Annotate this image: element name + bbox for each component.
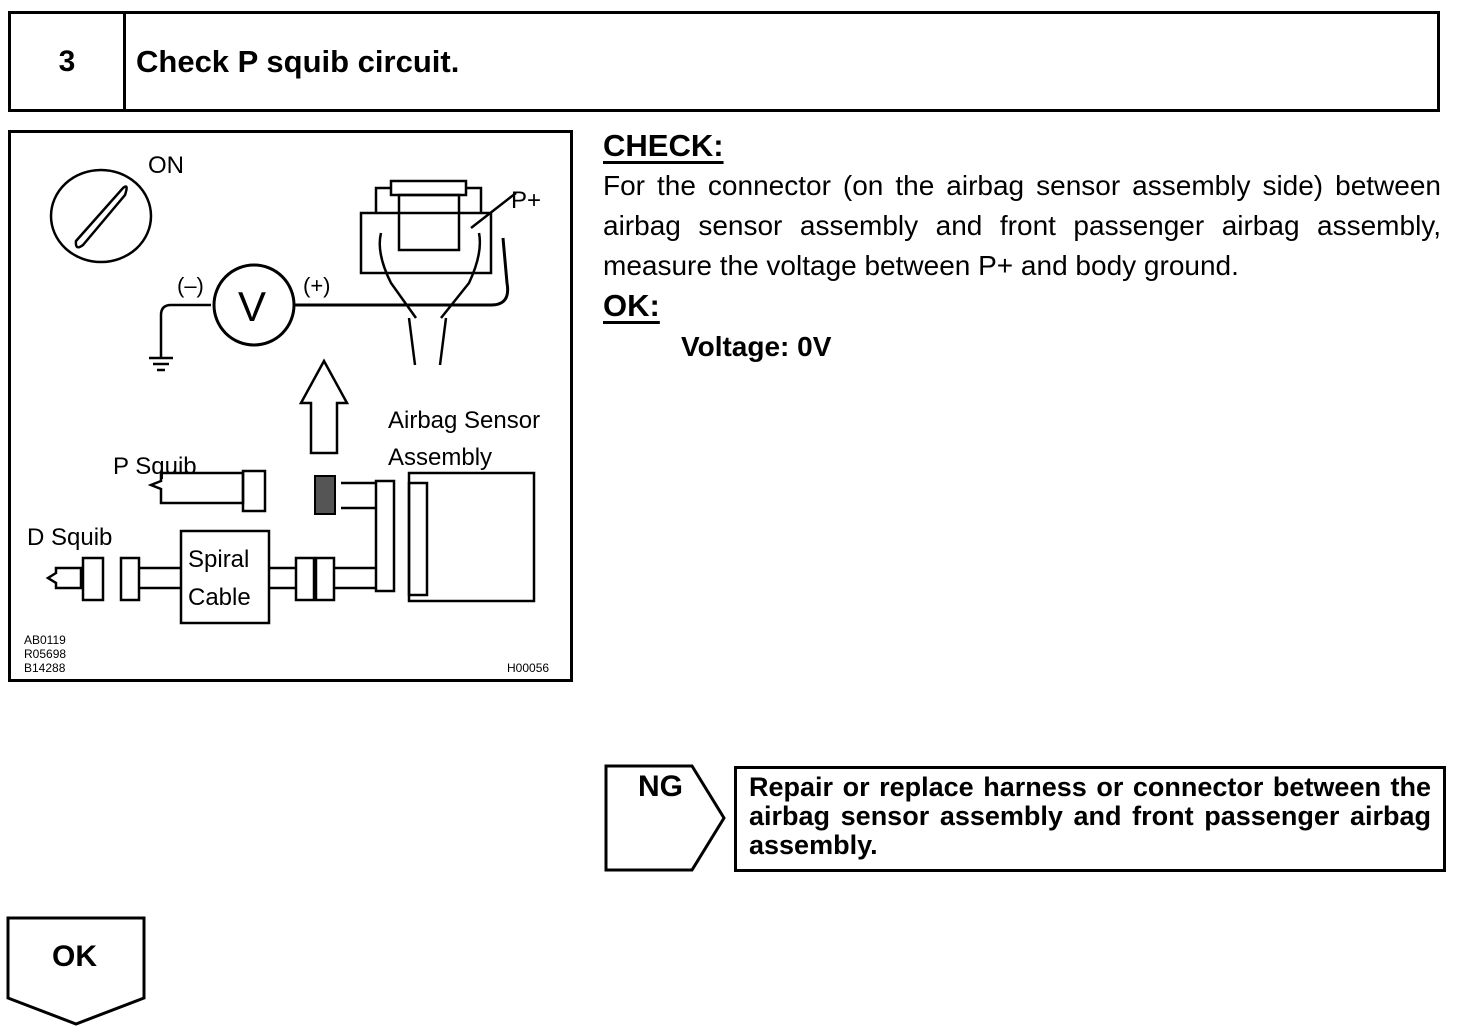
step-number: 3 xyxy=(11,14,126,109)
ng-label: NG xyxy=(638,770,683,803)
ng-arrow-icon xyxy=(604,764,726,872)
ng-action-box: Repair or replace harness or connector b… xyxy=(734,766,1446,872)
ref-code: AB0119 xyxy=(24,633,66,647)
diagram-drawing: ON P+ (–) (+) V Airbag Sensor Assembly P… xyxy=(24,152,549,675)
spiral-line2: Cable xyxy=(188,584,251,611)
terminal-label: P+ xyxy=(511,187,541,214)
positive-label: (+) xyxy=(303,273,331,298)
airbag-sensor-line2: Assembly xyxy=(388,444,492,471)
spiral-line1: Spiral xyxy=(188,546,249,573)
ref-code: B14288 xyxy=(24,661,66,675)
check-instructions: For the connector (on the airbag sensor … xyxy=(603,170,1441,281)
figure-code: H00056 xyxy=(507,661,549,675)
ok-value: Voltage: 0V xyxy=(681,331,832,362)
ref-code: R05698 xyxy=(24,647,66,661)
meter-symbol: V xyxy=(238,283,266,330)
airbag-sensor-line1: Airbag Sensor xyxy=(388,407,540,434)
p-squib-label: P Squib xyxy=(113,453,197,480)
d-squib-label: D Squib xyxy=(27,524,112,551)
step-header: 3 Check P squib circuit. xyxy=(8,11,1440,112)
ignition-switch-icon xyxy=(49,168,153,264)
ignition-label: ON xyxy=(148,152,184,179)
check-section: CHECK: For the connector (on the airbag … xyxy=(603,126,1441,368)
step-title: Check P squib circuit. xyxy=(136,44,460,79)
ok-heading: OK: xyxy=(603,288,660,323)
connector-icon xyxy=(359,211,493,275)
up-arrow-icon xyxy=(298,358,350,455)
check-heading: CHECK: xyxy=(603,128,724,163)
circuit-diagram: ON P+ (–) (+) V Airbag Sensor Assembly P… xyxy=(8,130,573,682)
negative-label: (–) xyxy=(177,273,204,298)
ok-arrow-icon xyxy=(6,916,146,1026)
ok-label: OK xyxy=(52,940,97,973)
spiral-cable-box xyxy=(179,529,271,625)
